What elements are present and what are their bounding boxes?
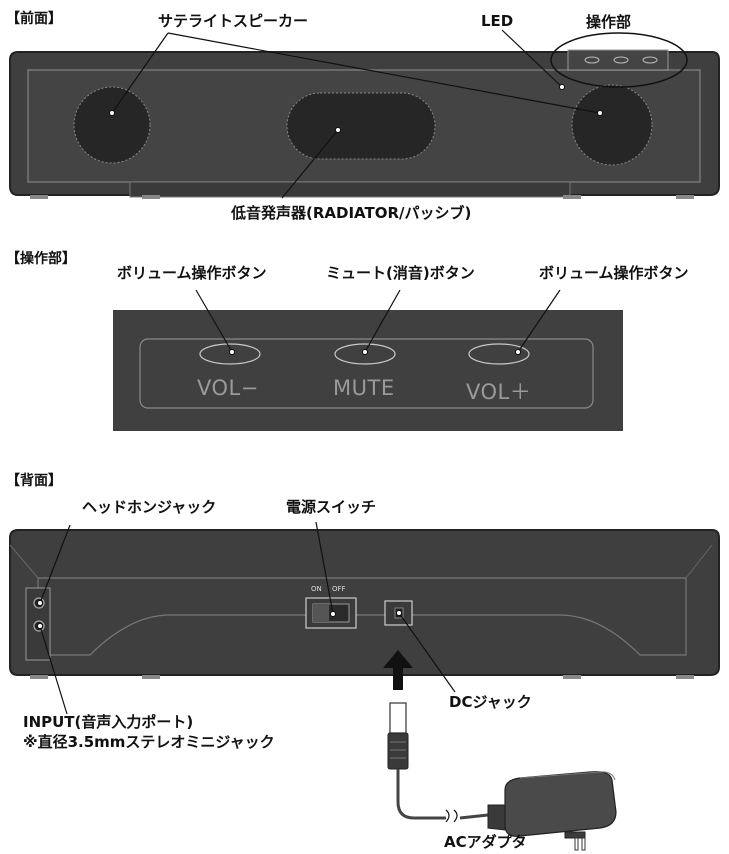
led-label: LED [481, 12, 514, 30]
radiator-label: 低音発声器(RADIATOR/パッシブ) [231, 204, 472, 222]
front-view [9, 29, 720, 199]
controls-view [113, 289, 623, 431]
passive-radiator [286, 92, 436, 160]
front-section-title: 【前面】 [6, 11, 62, 27]
ac-adapter-label: ACアダプタ [444, 833, 527, 851]
vol-minus-button[interactable] [199, 343, 261, 365]
ac-adapter [487, 771, 617, 851]
radiator-leader [281, 129, 339, 199]
controls-label: 操作部 [586, 13, 632, 31]
input-leader [39, 625, 68, 715]
led-leader [501, 29, 563, 88]
headphone-jack-label: ヘッドホンジャック [82, 498, 217, 516]
panel-vol-plus-text: VOL＋ [466, 380, 532, 404]
input-port-label: INPUT(音声入力ポート) [23, 713, 194, 731]
back-device-body [9, 529, 720, 679]
dc-plug-cable [387, 702, 489, 823]
controls-section-title: 【操作部】 [6, 251, 76, 267]
left-satellite-speaker [73, 86, 151, 164]
controls-panel [113, 310, 623, 431]
dc-jack-label: DCジャック [449, 693, 532, 711]
satellite-leader-left [111, 32, 169, 114]
mute-button[interactable] [334, 343, 396, 365]
panel-mute-text: MUTE [333, 376, 395, 400]
power-switch-label: 電源スイッチ [286, 498, 377, 516]
switch-off-text: OFF [332, 585, 346, 593]
vol-button-label-right: ボリューム操作ボタン [539, 264, 689, 282]
controls-highlight-circle [550, 32, 688, 88]
panel-vol-minus-text: VOL− [197, 376, 259, 400]
controls-panel-inner-frame [139, 338, 594, 409]
vol-minus-leader [195, 289, 233, 353]
back-section-title: 【背面】 [6, 473, 62, 489]
power-switch-leader [315, 521, 334, 615]
vol-plus-leader [517, 289, 561, 353]
switch-on-text: ON [311, 585, 322, 593]
satellite-leader-right [167, 32, 601, 114]
front-control-strip [567, 49, 669, 71]
insert-arrow [383, 650, 413, 690]
input-port-note: ※直径3.5mmステレオミニジャック [23, 733, 275, 751]
mute-button-label: ミュート(消音)ボタン [326, 264, 475, 282]
right-satellite-speaker [571, 84, 653, 166]
vol-plus-button[interactable] [468, 343, 530, 365]
headphone-leader [39, 524, 71, 604]
mute-leader [364, 289, 401, 353]
satellite-speaker-label: サテライトスピーカー [158, 12, 309, 30]
dc-jack-leader [398, 612, 456, 693]
vol-button-label-left: ボリューム操作ボタン [117, 264, 267, 282]
